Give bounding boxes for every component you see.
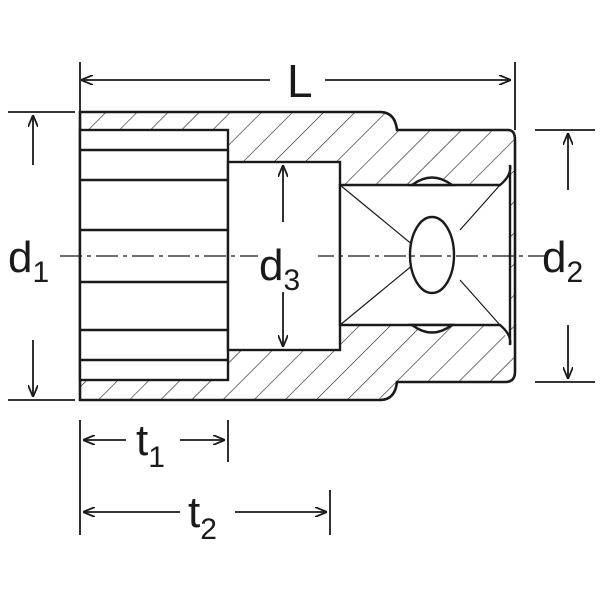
extension-lines xyxy=(8,62,595,535)
label-d1: d1 xyxy=(8,233,49,289)
socket-outline xyxy=(78,110,517,402)
square-drive xyxy=(338,164,512,346)
label-d3: d3 xyxy=(259,241,300,297)
label-L: L xyxy=(287,55,313,107)
label-t2: t2 xyxy=(188,488,217,546)
label-d2: d2 xyxy=(542,233,583,289)
label-t1: t1 xyxy=(136,416,165,474)
dimension-arrows xyxy=(33,80,568,512)
twelve-point-bore xyxy=(78,128,230,382)
